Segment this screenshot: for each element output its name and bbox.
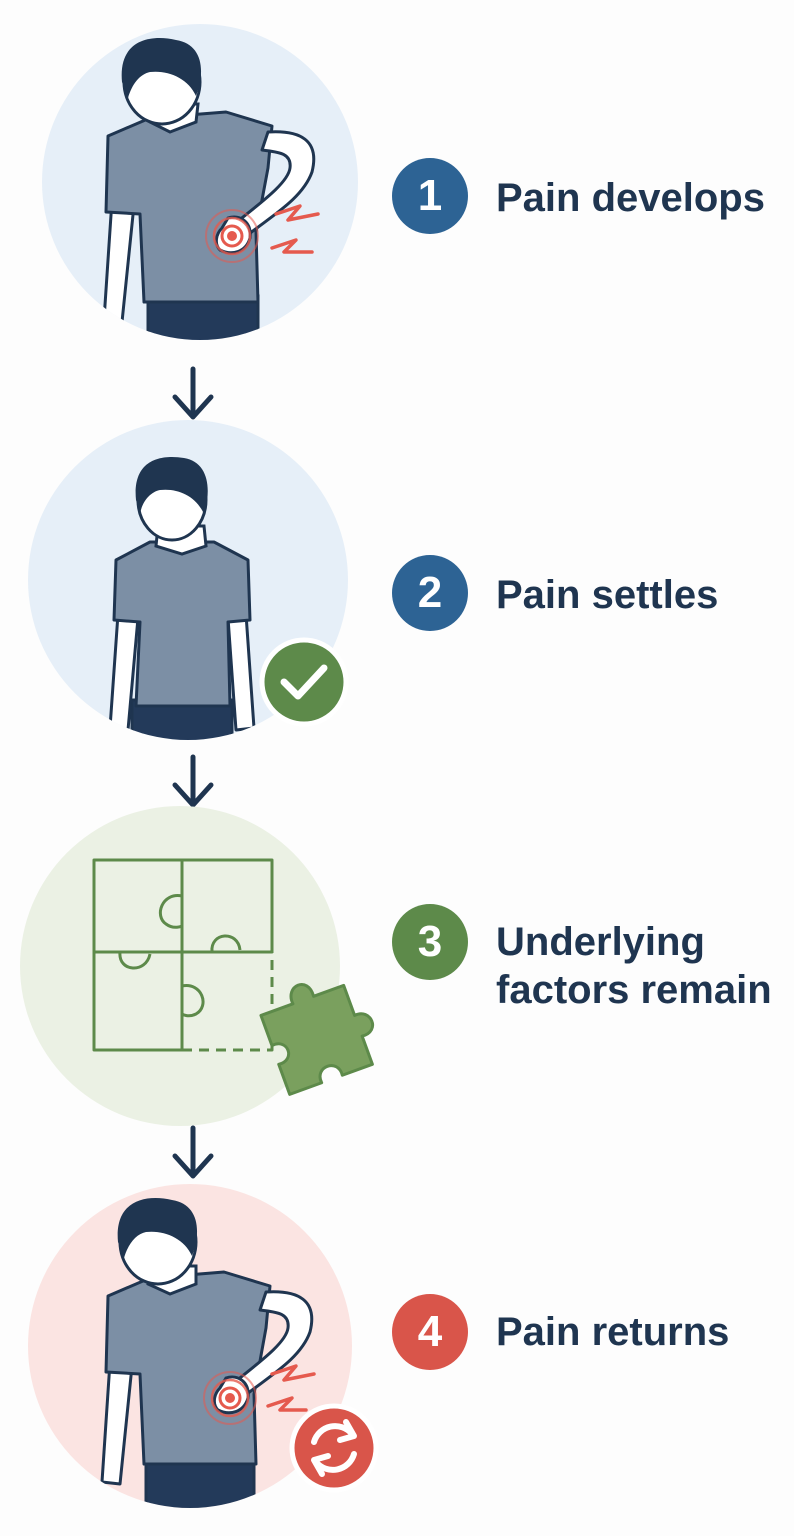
step-label: Pain returns — [496, 1308, 729, 1356]
step-label: Pain develops — [496, 174, 765, 222]
step-3: 3 Underlying factors remain — [0, 800, 794, 1140]
step-label: Underlying factors remain — [496, 918, 772, 1014]
step-label-line: factors remain — [496, 968, 772, 1012]
puzzle-icon — [92, 858, 274, 1052]
step-1: 1 Pain develops — [0, 0, 794, 360]
step-label-line: Pain returns — [496, 1310, 730, 1354]
step-number-badge: 2 — [392, 555, 468, 631]
back-pain-illustration — [42, 24, 358, 340]
loose-puzzle-piece — [259, 983, 374, 1096]
down-arrow-icon — [172, 1125, 214, 1179]
down-arrow-icon — [172, 754, 214, 808]
down-arrow-icon — [172, 366, 214, 420]
refresh-icon — [289, 1403, 379, 1493]
step-number-badge: 3 — [392, 904, 468, 980]
step-number-badge: 4 — [392, 1294, 468, 1370]
back-pain-return-illustration — [28, 1184, 379, 1508]
puzzle-illustration — [20, 806, 374, 1126]
checkmark-icon — [259, 637, 349, 727]
step-4: 4 Pain returns — [0, 1176, 794, 1536]
step-2: 2 Pain settles — [0, 410, 794, 770]
step-label-line: Pain settles — [496, 573, 719, 617]
standing-person-illustration — [28, 420, 349, 740]
step-label: Pain settles — [496, 571, 718, 619]
step-label-line: Underlying — [496, 920, 705, 964]
illustration-circle — [20, 806, 340, 1126]
step-number-badge: 1 — [392, 158, 468, 234]
step-label-line: Pain develops — [496, 176, 765, 220]
